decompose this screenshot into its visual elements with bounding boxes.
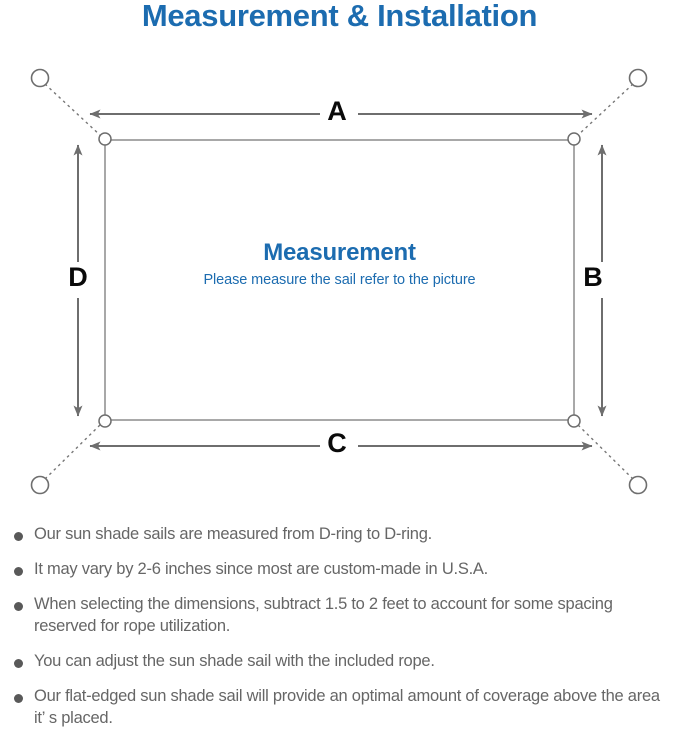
list-item: It may vary by 2-6 inches since most are… <box>0 558 679 580</box>
bullet-icon <box>14 567 23 576</box>
sun-shade-sail-measurement-diagram <box>30 68 648 495</box>
sail-body <box>104 139 575 421</box>
list-item: You can adjust the sun shade sail with t… <box>0 650 679 672</box>
note-text: Our sun shade sails are measured from D-… <box>34 525 432 543</box>
dimension-label-d: D <box>68 262 88 292</box>
page-title: Measurement & Installation <box>141 0 538 33</box>
anchor-points <box>30 68 648 495</box>
dimension-label-a: A <box>327 96 347 126</box>
note-text: It may vary by 2-6 inches since most are… <box>34 560 489 578</box>
list-item: Our sun shade sails are measured from D-… <box>0 523 679 545</box>
bullet-icon <box>14 659 23 668</box>
rope-top-right <box>576 83 634 137</box>
bullet-icon <box>14 694 23 703</box>
note-text: When selecting the dimensions, subtract … <box>34 595 613 635</box>
d-ring-bottom-right <box>567 414 581 428</box>
rope-bottom-left <box>44 423 102 480</box>
rope-lines <box>44 83 634 480</box>
list-item: Our flat-edged sun shade sail will provi… <box>0 685 679 729</box>
bullet-icon <box>14 532 23 541</box>
anchor-bottom-left <box>30 475 50 495</box>
rope-top-left <box>44 83 102 137</box>
dimension-label-c: C <box>327 428 347 458</box>
anchor-top-right <box>628 68 648 88</box>
rope-bottom-right <box>576 423 634 480</box>
notes-list: Our sun shade sails are measured from D-… <box>0 523 679 742</box>
d-rings <box>98 132 581 428</box>
d-ring-top-right <box>567 132 581 146</box>
d-ring-top-left <box>98 132 112 146</box>
note-text: You can adjust the sun shade sail with t… <box>34 652 435 670</box>
dimension-label-b: B <box>583 262 603 292</box>
bullet-icon <box>14 602 23 611</box>
anchor-top-left <box>30 68 50 88</box>
anchor-bottom-right <box>628 475 648 495</box>
d-ring-bottom-left <box>98 414 112 428</box>
list-item: When selecting the dimensions, subtract … <box>0 593 679 637</box>
note-text: Our flat-edged sun shade sail will provi… <box>34 687 660 727</box>
